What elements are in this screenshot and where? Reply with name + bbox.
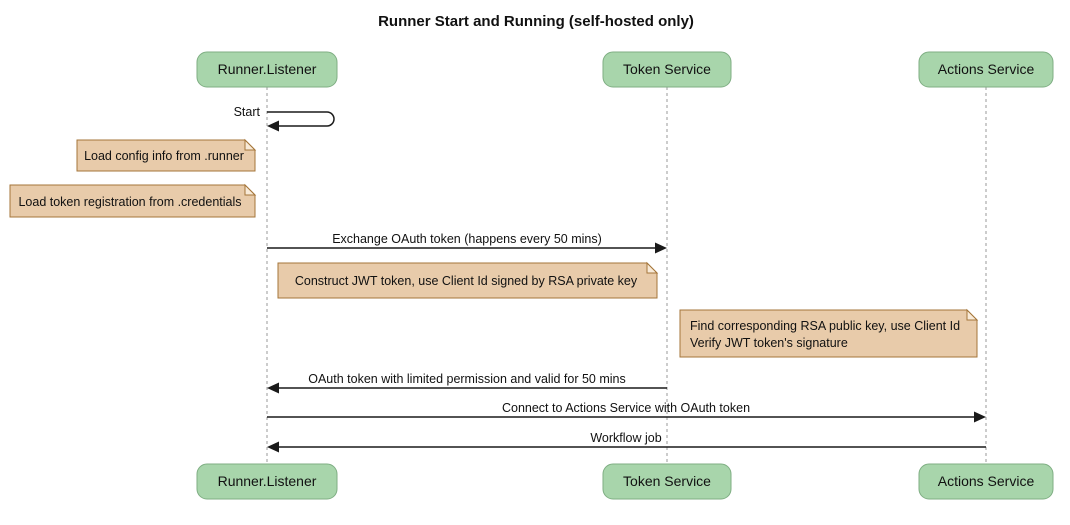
note-fold-icon [244, 183, 257, 196]
participant-box [196, 51, 338, 88]
arrowhead-right-icon [655, 242, 667, 254]
diagram-title: Runner Start and Running (self-hosted on… [378, 13, 694, 30]
message-workflow-job: Workflow job [267, 431, 986, 453]
participant-label: Actions Service [938, 473, 1035, 489]
message-oauth-return: OAuth token with limited permission and … [267, 372, 667, 394]
note-fold-icon [244, 138, 257, 151]
note-fold-icon [966, 308, 979, 321]
message-exchange-oauth: Exchange OAuth token (happens every 50 m… [267, 232, 667, 254]
participant-bottom-actions-service: Actions Service [918, 463, 1054, 500]
participant-label: Runner.Listener [218, 61, 317, 77]
note-shape [679, 309, 978, 358]
note-shape [76, 139, 256, 172]
participant-top-token-service: Token Service [602, 51, 732, 88]
note-text: Load token registration from .credential… [18, 195, 241, 209]
message-label: Start [234, 105, 261, 119]
participant-label: Actions Service [938, 61, 1035, 77]
participant-bottom-token-service: Token Service [602, 463, 732, 500]
note-construct-jwt: Construct JWT token, use Client Id signe… [277, 261, 659, 299]
participant-box [918, 463, 1054, 500]
arrowhead-left-icon [267, 382, 279, 394]
participant-top-runner-listener: Runner.Listener [196, 51, 338, 88]
participant-label: Token Service [623, 473, 711, 489]
message-label: Exchange OAuth token (happens every 50 m… [332, 232, 602, 246]
message-label: Connect to Actions Service with OAuth to… [502, 401, 750, 415]
participant-label: Token Service [623, 61, 711, 77]
note-load-config: Load config info from .runner [76, 138, 257, 172]
participant-label: Runner.Listener [218, 473, 317, 489]
participant-bottom-runner-listener: Runner.Listener [196, 463, 338, 500]
note-verify-jwt: Find corresponding RSA public key, use C… [679, 308, 979, 358]
note-shape [277, 262, 658, 299]
message-label: Workflow job [590, 431, 661, 445]
participant-box [918, 51, 1054, 88]
note-text-line1: Find corresponding RSA public key, use C… [690, 319, 960, 333]
message-label: OAuth token with limited permission and … [308, 372, 626, 386]
arrowhead-left-icon [267, 120, 279, 132]
participant-box [196, 463, 338, 500]
note-fold-icon [646, 261, 659, 274]
participant-box [602, 51, 732, 88]
message-self-start: Start [234, 105, 335, 132]
participant-top-actions-service: Actions Service [918, 51, 1054, 88]
note-text: Load config info from .runner [84, 149, 244, 163]
self-message-loop [267, 111, 335, 127]
arrowhead-right-icon [974, 411, 986, 423]
note-shape [9, 184, 256, 218]
message-connect-actions: Connect to Actions Service with OAuth to… [267, 401, 986, 423]
note-load-credentials: Load token registration from .credential… [9, 183, 257, 218]
participant-box [602, 463, 732, 500]
note-text: Construct JWT token, use Client Id signe… [295, 274, 638, 288]
arrowhead-left-icon [267, 441, 279, 453]
note-text-line2: Verify JWT token's signature [690, 336, 848, 350]
